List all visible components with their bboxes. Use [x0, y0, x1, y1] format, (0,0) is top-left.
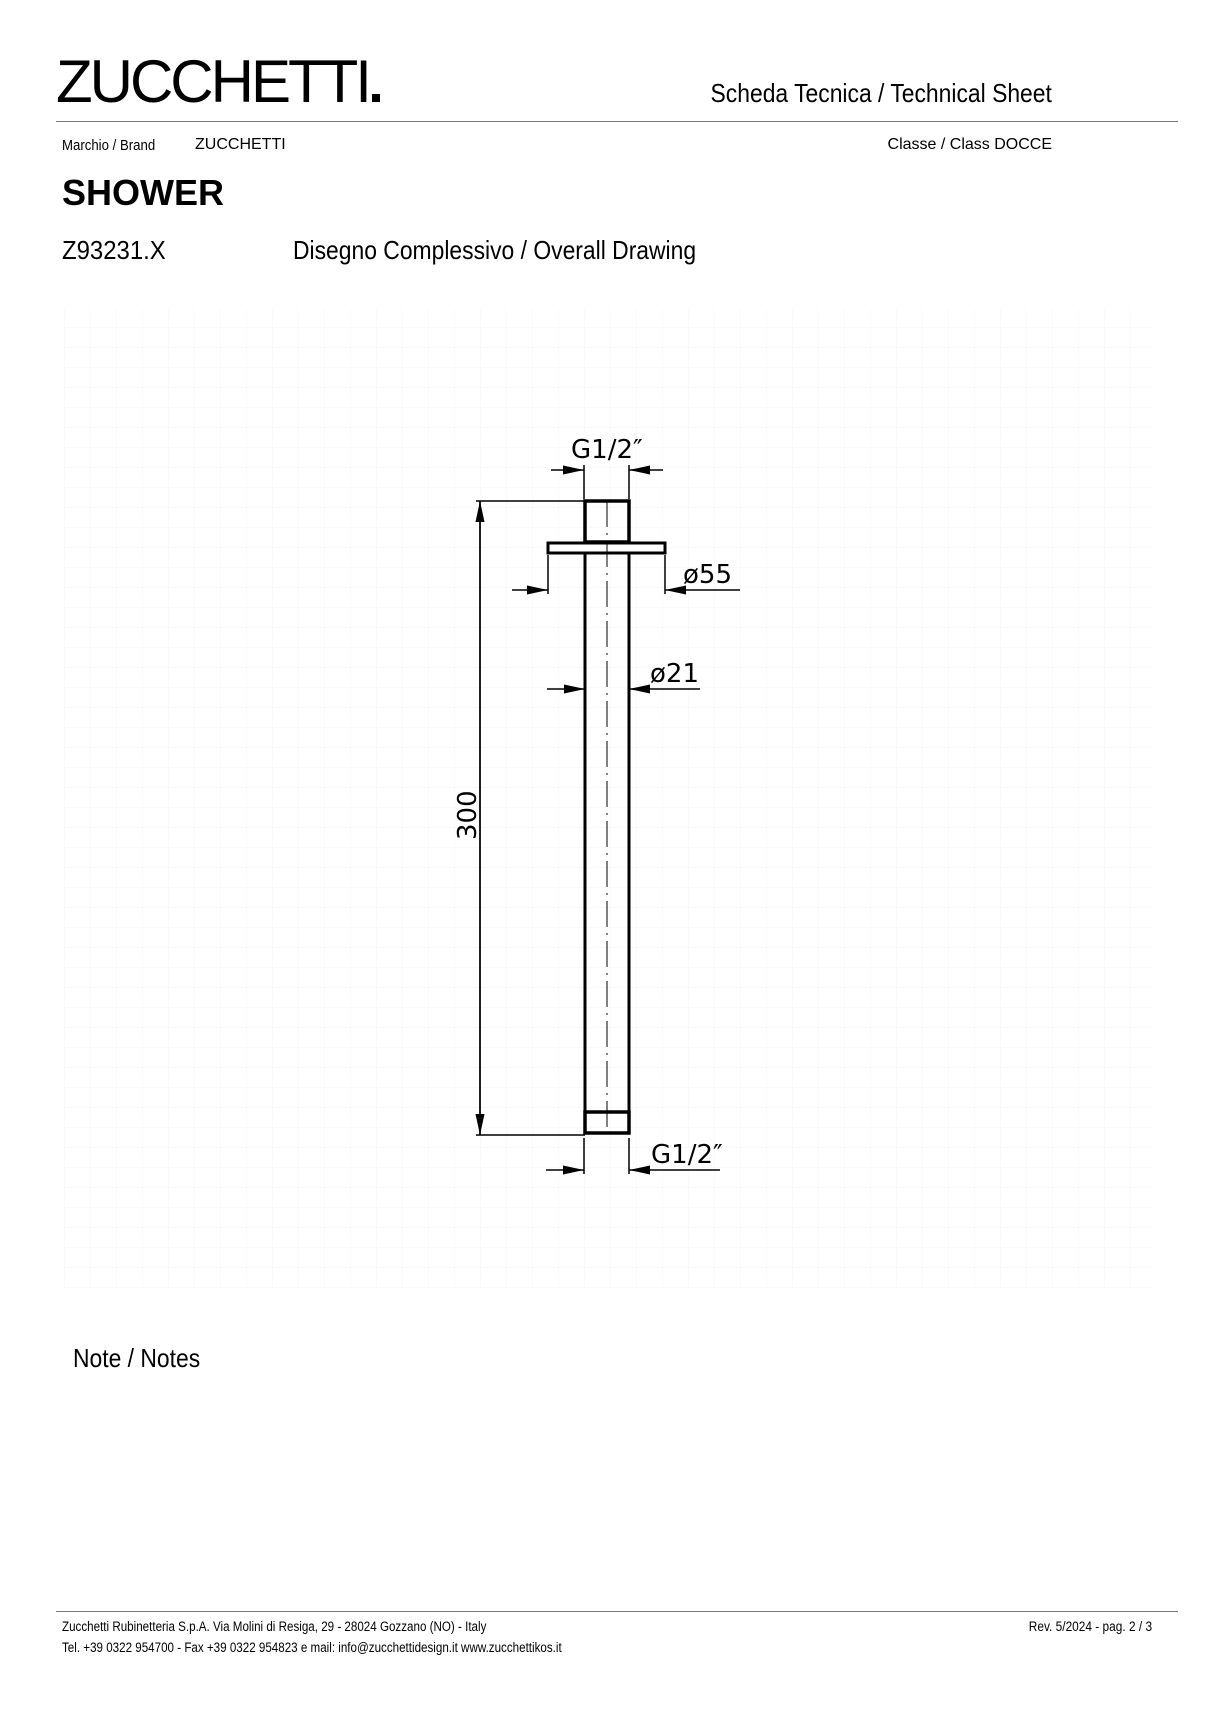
footer-revision: Rev. 5/2024 - pag. 2 / 3	[1028, 1619, 1152, 1634]
footer-divider	[56, 1611, 1178, 1612]
product-title: SHOWER	[62, 172, 224, 213]
logo-text: ZUCCHETTI	[56, 48, 372, 115]
dim-thread-bottom: G1/2″	[651, 1140, 723, 1170]
background-watermark	[64, 308, 1154, 1288]
brand-label: Marchio / Brand	[62, 137, 156, 154]
product-code: Z93231.X	[62, 235, 166, 265]
dim-length: 300	[453, 790, 483, 840]
brand-value: ZUCCHETTI	[195, 136, 286, 153]
drawing-label: Disegno Complessivo / Overall Drawing	[293, 235, 697, 265]
class-label: Classe / Class DOCCE	[887, 136, 1052, 153]
notes-label: Note / Notes	[73, 1343, 201, 1373]
brand-logo: ZUCCHETTI	[56, 52, 380, 112]
footer-company: Zucchetti Rubinetteria S.p.A. Via Molini…	[62, 1619, 487, 1634]
logo-dot	[371, 94, 380, 102]
dim-flange: ø55	[683, 560, 732, 590]
dim-thread-top: G1/2″	[571, 435, 643, 465]
header-divider	[56, 121, 1178, 122]
dim-pipe: ø21	[650, 659, 699, 689]
footer-contacts: Tel. +39 0322 954700 - Fax +39 0322 9548…	[62, 1640, 562, 1655]
sheet-title: Scheda Tecnica / Technical Sheet	[710, 78, 1052, 108]
